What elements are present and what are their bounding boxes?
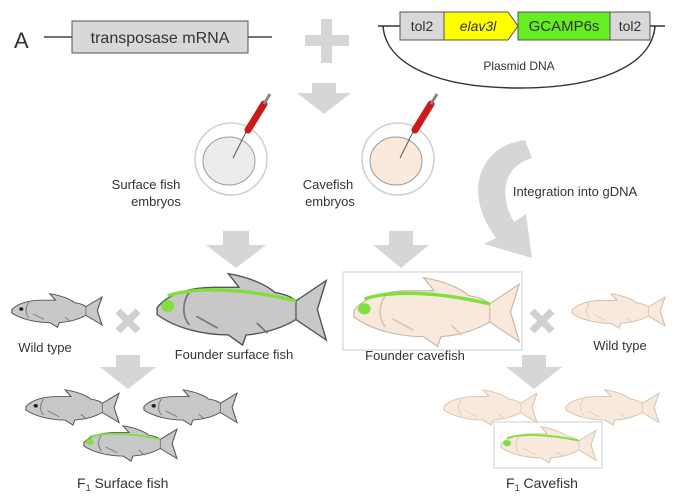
down-arrow-icon xyxy=(100,355,156,389)
founder-cavefish xyxy=(342,271,523,351)
reporter-box xyxy=(517,11,611,41)
surface-embryo xyxy=(194,93,272,196)
cross-icon xyxy=(529,308,555,334)
promoter-box xyxy=(443,11,519,41)
mrna-construct: transposase mRNA xyxy=(44,20,272,54)
down-arrow-icon xyxy=(206,231,266,268)
f1-cavefish xyxy=(443,389,538,426)
wild-type-right-label: Wild type xyxy=(593,338,646,353)
wild-type-surface-fish xyxy=(11,293,103,328)
founder-surface-fish xyxy=(156,272,328,346)
f1-cavefish xyxy=(565,389,660,426)
down-arrow-icon xyxy=(373,231,429,268)
cave-embryo xyxy=(361,93,439,196)
flow-arrows xyxy=(100,83,562,389)
f1-cavefish-transgenic xyxy=(493,421,603,469)
integration-arrow-icon xyxy=(478,140,532,258)
cave-embryo-label-1: Cavefish xyxy=(303,177,354,192)
tol2-left-box xyxy=(399,11,445,41)
panel-label: A xyxy=(14,28,29,53)
f1-cave-label: F1 Cavefish xyxy=(506,475,578,493)
needle-icon xyxy=(244,100,268,134)
tol2-left-label: tol2 xyxy=(411,18,434,34)
f1-surface-fish-transgenic xyxy=(83,425,178,462)
f1-surface-fish xyxy=(25,389,120,426)
down-arrow-icon xyxy=(297,83,351,114)
down-arrow-icon xyxy=(506,355,562,389)
cross-icon xyxy=(115,308,141,334)
plasmid-caption: Plasmid DNA xyxy=(483,59,554,73)
tol2-right-label: tol2 xyxy=(619,18,642,34)
cave-embryo-label-2: embryos xyxy=(305,194,355,209)
integration-label: Integration into gDNA xyxy=(513,184,638,199)
f1-surface-fish xyxy=(143,389,238,426)
needle-icon xyxy=(411,100,435,134)
plasmid-construct: tol2 elav3l GCAMP6s tol2 Plasmid DNA xyxy=(378,11,665,89)
plus-icon xyxy=(305,19,349,63)
wild-type-cavefish xyxy=(571,293,666,329)
wild-type-left-label: Wild type xyxy=(18,340,71,355)
mrna-label: transposase mRNA xyxy=(91,30,230,47)
reporter-label: GCAMP6s xyxy=(529,18,600,35)
founder-cave-label: Founder cavefish xyxy=(365,348,465,363)
f1-surface-label: F1 Surface fish xyxy=(77,475,168,493)
promoter-label: elav3l xyxy=(460,18,497,34)
tol2-right-box xyxy=(609,11,651,41)
founder-surface-label: Founder surface fish xyxy=(175,347,294,362)
surface-embryo-label-2: embryos xyxy=(131,194,181,209)
surface-embryo-label-1: Surface fish xyxy=(112,177,181,192)
